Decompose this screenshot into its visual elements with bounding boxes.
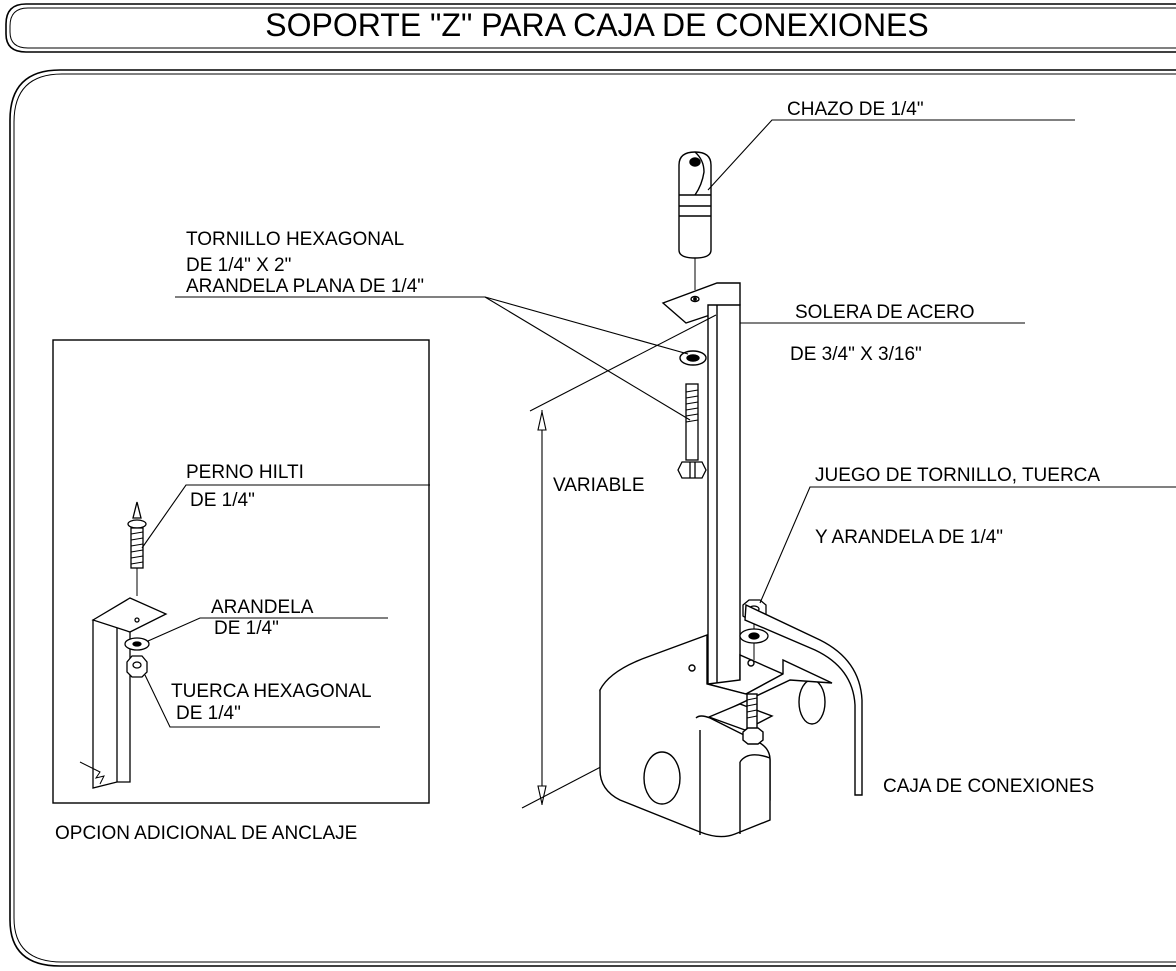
inset-arandela-1: ARANDELA: [211, 597, 314, 618]
title-frame: [5, 3, 1176, 53]
arandela-leader: [484, 296, 689, 355]
label-caja: CAJA DE CONEXIONES: [883, 776, 1094, 797]
inset-arandela-2: DE 1/4": [214, 618, 279, 639]
label-solera-2: DE 3/4" X 3/16": [790, 344, 922, 365]
main-frame: [9, 69, 1176, 967]
inset-caption: OPCION ADICIONAL DE ANCLAJE: [55, 823, 357, 844]
title-frame-inner: [9, 7, 1176, 49]
tornillo-leader: [484, 296, 691, 421]
junction-box: [599, 603, 863, 838]
tuerca-inset-leader: [144, 674, 380, 728]
label-tornillo-2: DE 1/4" X 2": [186, 255, 291, 276]
inset-tuerca-2: DE 1/4": [176, 703, 241, 724]
label-solera-1: SOLERA DE ACERO: [795, 302, 975, 323]
inset-tuerca-1: TUERCA HEXAGONAL: [171, 681, 372, 702]
inset-perno-1: PERNO HILTI: [186, 462, 304, 483]
hilti-anchor-detail: [79, 501, 168, 789]
label-juego-1: JUEGO DE TORNILLO, TUERCA: [815, 465, 1100, 486]
inset-frame: [52, 339, 430, 804]
main-frame-inner: [13, 73, 1176, 963]
label-chazo: CHAZO DE 1/4": [787, 99, 924, 120]
hex-bolt: [677, 383, 707, 479]
sheet-title: SOPORTE "Z" PARA CAJA DE CONEXIONES: [265, 7, 928, 43]
label-tornillo-1: TORNILLO HEXAGONAL: [186, 229, 404, 250]
chazo-leader: [707, 119, 1075, 191]
juego-leader: [759, 486, 1176, 604]
perno-leader: [141, 484, 430, 549]
label-variable: VARIABLE: [553, 475, 645, 496]
arandela-inset-leader: [147, 617, 388, 642]
inset-perno-2: DE 1/4": [190, 490, 255, 511]
chazo-anchor: [678, 151, 712, 290]
label-juego-2: Y ARANDELA DE 1/4": [815, 527, 1003, 548]
flat-washer: [679, 350, 707, 366]
label-arandela-plana: ARANDELA PLANA DE 1/4": [186, 276, 424, 297]
